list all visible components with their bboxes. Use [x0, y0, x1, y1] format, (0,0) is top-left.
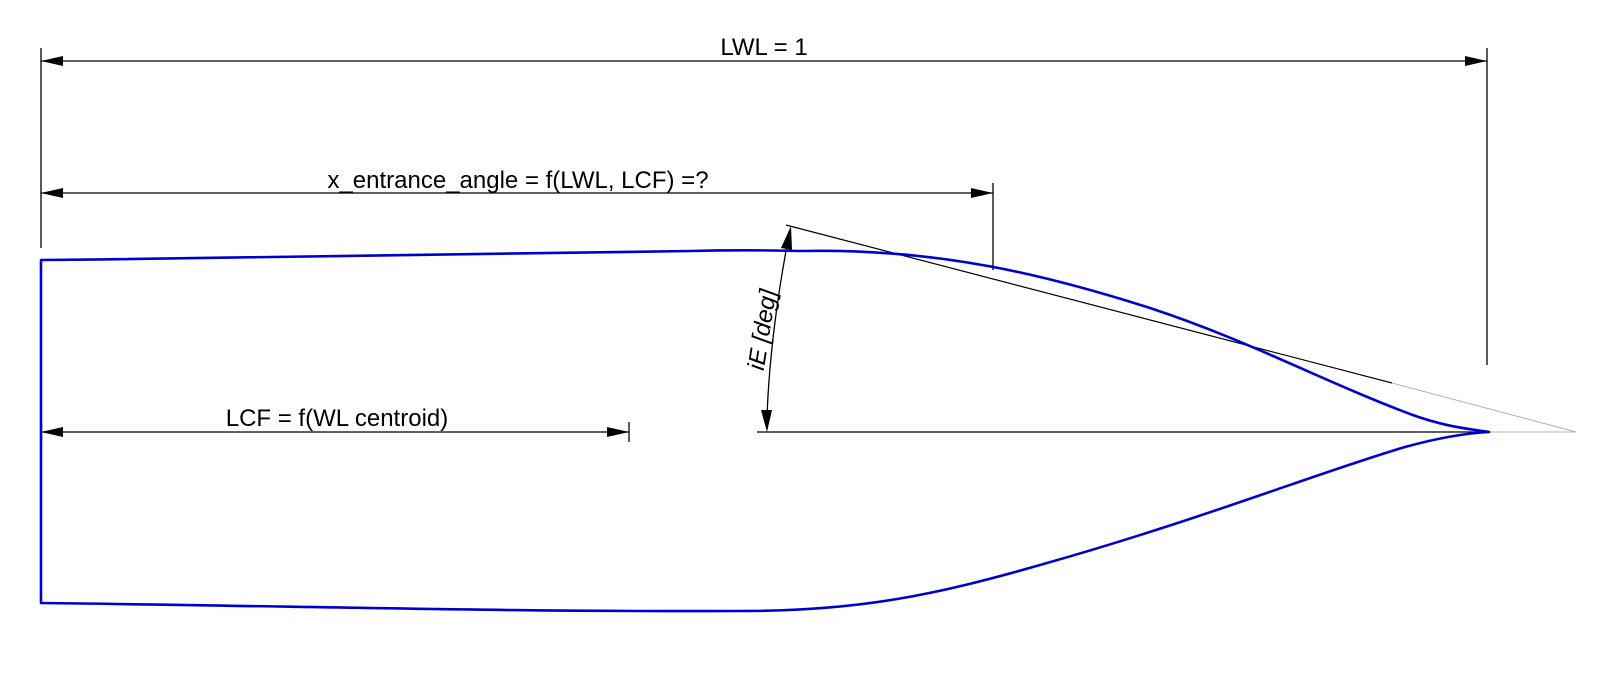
x-entrance-angle-label: x_entrance_angle = f(LWL, LCF) =?: [327, 167, 708, 194]
lwl-label: LWL = 1: [720, 34, 807, 61]
lcf-arrow-left: [41, 427, 63, 437]
x-entrance-angle-dimension: x_entrance_angle = f(LWL, LCF) =?: [41, 167, 994, 270]
lcf-dimension: LCF = f(WL centroid): [41, 405, 630, 442]
angle-arc-arrow-top: [781, 226, 792, 250]
lcf-label: LCF = f(WL centroid): [226, 405, 449, 432]
entrance-angle-construction: iE [deg]: [743, 224, 1577, 433]
angle-arc-arrow-bottom: [761, 410, 772, 432]
tangent-line: [785, 224, 1393, 384]
hull-waterline-contour: [39, 248, 1491, 613]
angle-arc: [766, 239, 789, 417]
ie-label: iE [deg]: [743, 286, 783, 372]
x-entrance-arrow-right: [971, 188, 993, 198]
x-entrance-arrow-left: [41, 188, 63, 198]
lwl-arrow-right: [1465, 56, 1487, 66]
tangent-line-extension: [1391, 382, 1577, 433]
lwl-dimension: LWL = 1: [40, 34, 1488, 365]
lcf-arrow-right: [607, 427, 629, 437]
lwl-arrow-left: [41, 56, 63, 66]
